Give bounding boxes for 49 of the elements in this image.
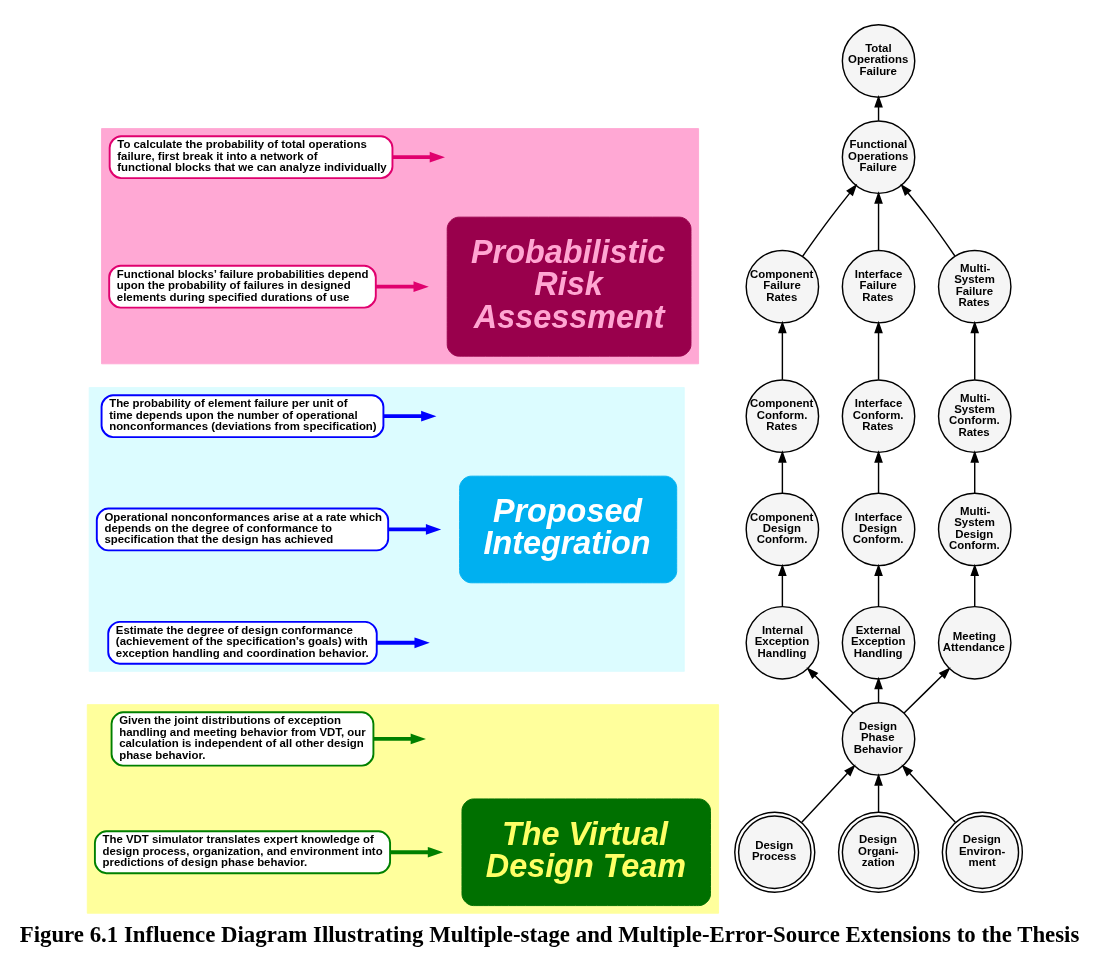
cluster <box>88 386 685 672</box>
node-circle: Interface Conform. Rates <box>841 378 916 453</box>
node-circle: Multi- System Design Conform. <box>937 492 1012 566</box>
arrow <box>778 320 787 380</box>
arrow <box>903 666 951 714</box>
node-circle: Component Failure Rates <box>745 249 820 324</box>
node-box: Operational nonconformances arise at a rate which depends on the degree of conformance to specification that the design has achieved <box>95 507 390 551</box>
node-box: The VDT simulator translates expert knowledge of design process, organization, and environment into predictions of design phase behavior. <box>93 829 392 874</box>
node-box: Proposed Integration <box>459 475 678 583</box>
arrow <box>388 523 442 535</box>
arrow <box>900 183 956 257</box>
arrow <box>874 563 883 607</box>
cluster <box>101 127 700 364</box>
node-box: The Virtual Design Team <box>461 797 711 906</box>
arrow <box>392 151 445 162</box>
node-box: Functional blocks’ failure probabilities depend upon the probability of failures in designed elements during specified durations of use <box>108 264 377 309</box>
cluster <box>86 703 720 914</box>
arrow <box>874 772 883 813</box>
arrow <box>376 636 430 648</box>
arrow <box>874 320 883 380</box>
caption: Figure 6.1 Influence Diagram Illustrating Multiple-stage and Multiple-Error-Source Extensions to the Thesis <box>19 921 1080 947</box>
node-circle: Multi- System Failure Rates <box>937 249 1012 324</box>
node-circle: Component Conform. Rates <box>745 378 820 453</box>
arrow <box>801 764 856 823</box>
arrow <box>970 563 980 607</box>
arrow <box>801 183 858 257</box>
arrow <box>901 764 957 823</box>
arrow <box>390 846 444 858</box>
node-circle: Component Design Conform. <box>745 492 820 566</box>
arrow <box>874 190 883 251</box>
arrow <box>376 280 429 292</box>
arrow <box>778 449 787 494</box>
node-box: To calculate the probability of total operations failure, first break it into a network of functional blocks that we can analyze individually <box>108 134 394 179</box>
node-box: The probability of element failure per unit of time depends upon the number of operational nonconformances (deviations from specification) <box>100 393 385 438</box>
arrow <box>970 320 980 380</box>
node-circle: Multi- System Conform. Rates <box>937 378 1012 453</box>
node-box: Probabilistic Risk Assessment <box>446 216 692 357</box>
arrow <box>970 449 980 494</box>
node-box: Given the joint distributions of exception handling and meeting behavior from VDT, our calculation is independent of all other design phase behavior. <box>110 710 375 767</box>
arrow <box>778 563 787 607</box>
node-circle: External Exception Handling <box>841 605 916 680</box>
arrow <box>806 666 854 714</box>
node-circle: Interface Design Conform. <box>841 492 916 566</box>
node-box: Estimate the degree of design conformance (achievement of the specification’s goals) with exception handling and coordination behavior. <box>107 620 378 665</box>
arrow <box>373 733 426 744</box>
node-circle: Interface Failure Rates <box>841 249 916 324</box>
arrow <box>874 449 883 494</box>
arrow <box>383 410 437 421</box>
node-circle: Total Operations Failure <box>841 23 916 98</box>
